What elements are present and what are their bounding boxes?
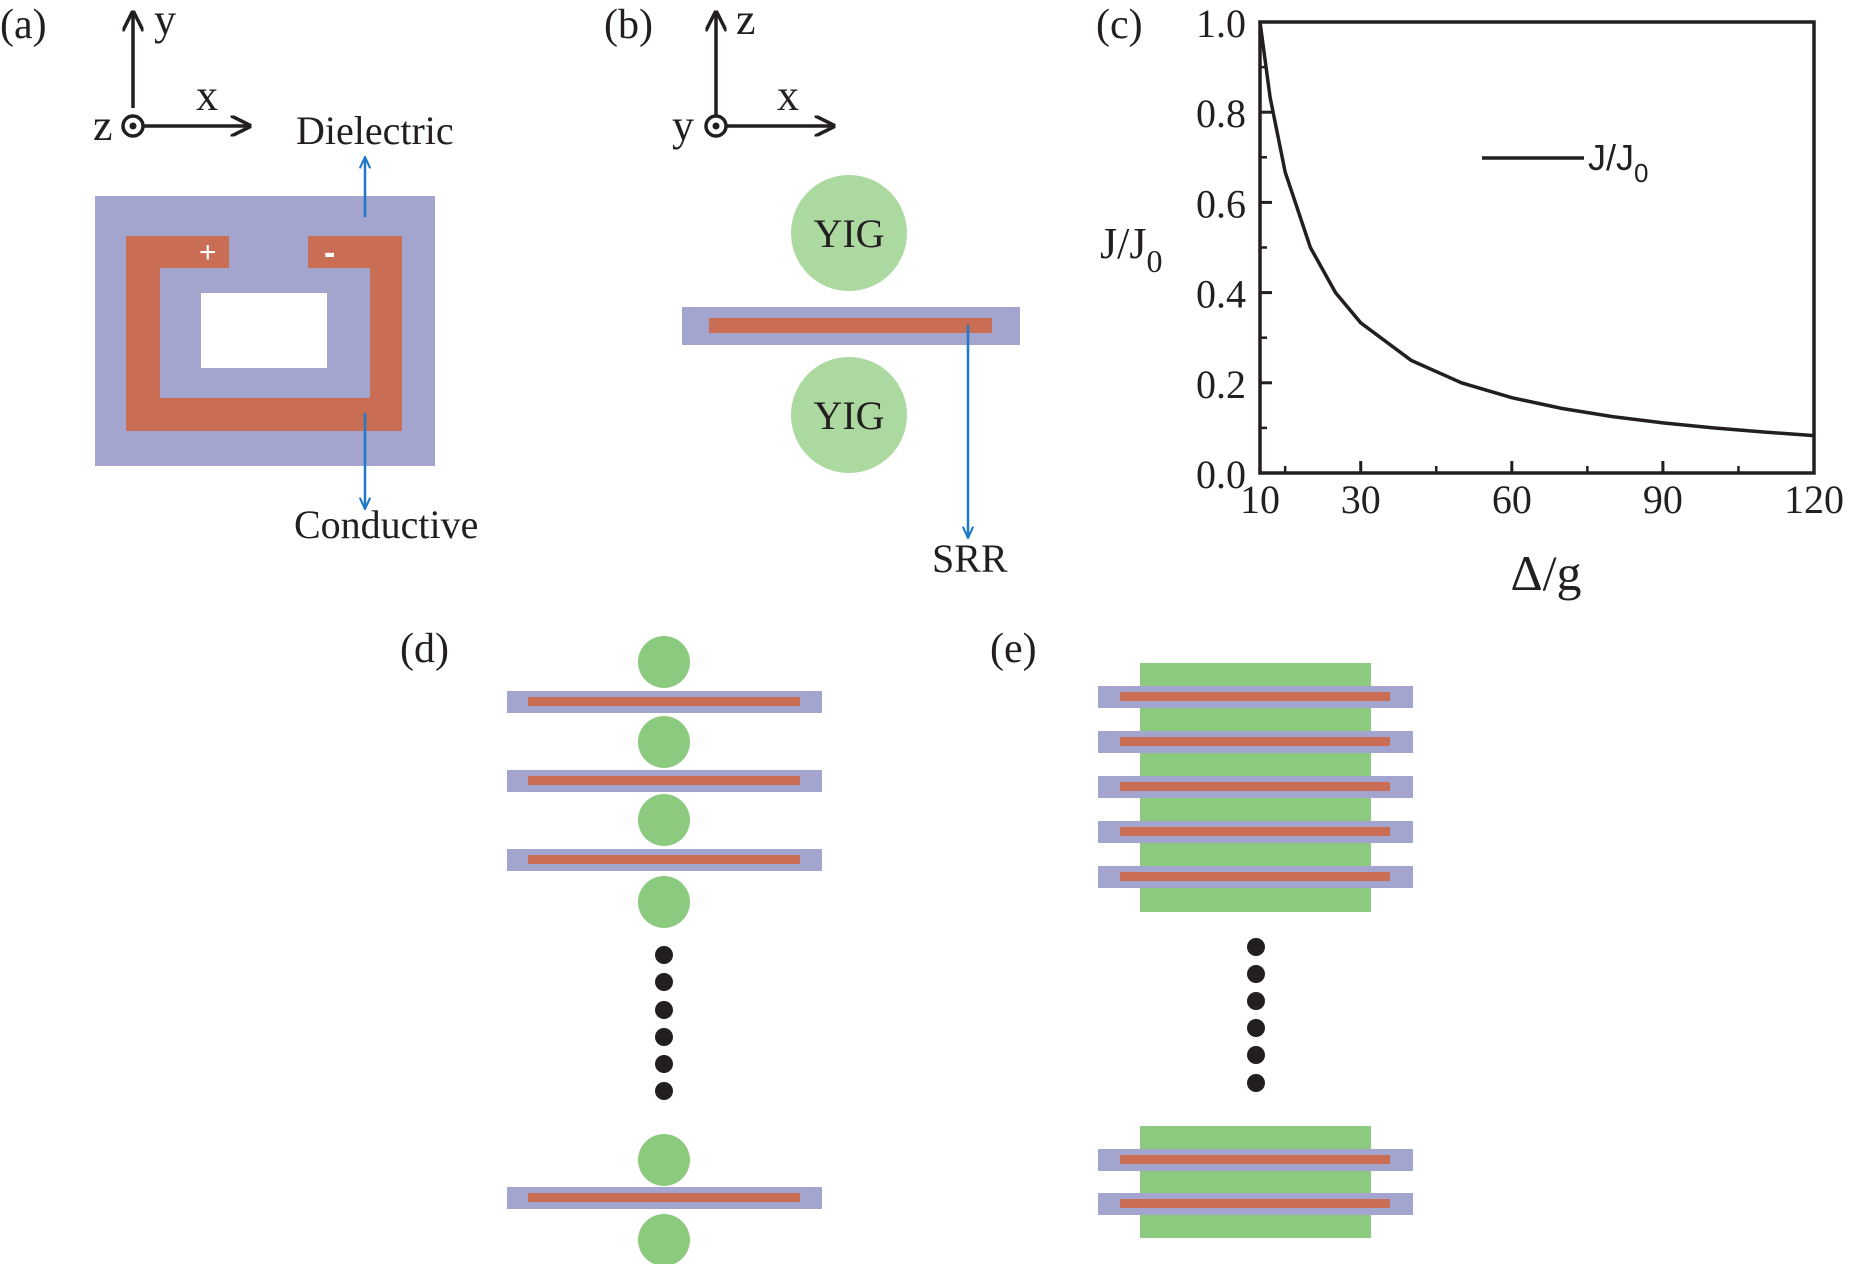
- ellipsis-dot: [1247, 938, 1265, 956]
- panel-e: (e): [990, 626, 1413, 1238]
- panel-a-tag: (a): [0, 2, 47, 48]
- panel-b: (b) z x y YIG YIG SRR: [604, 0, 1020, 581]
- plot-frame: [1258, 20, 1816, 475]
- ellipsis-dot: [1247, 992, 1265, 1010]
- panel-b-z-label: z: [736, 0, 756, 44]
- panel-a: (a) y x z + - Dielectric Conductive: [0, 0, 478, 547]
- panel-a-axes: y x z: [93, 0, 248, 150]
- stack-slab-srr: [1098, 663, 1413, 1238]
- panel-b-y-dot: [712, 122, 720, 130]
- legend-label-main: J/J: [1588, 137, 1634, 178]
- panel-b-x-label: x: [777, 71, 799, 120]
- panel-b-y-label: y: [672, 101, 694, 150]
- panel-d-tag: (d): [400, 626, 449, 672]
- series-line-j-over-j0: [1258, 21, 1815, 438]
- srr-conductor-strip: [528, 697, 800, 706]
- panel-a-y-label: y: [154, 0, 176, 44]
- x-axis-label: Δ/g: [1510, 545, 1581, 601]
- ellipsis-dot: [655, 1082, 673, 1100]
- panel-b-axes: z x y: [672, 0, 832, 150]
- ellipsis-dot: [655, 946, 673, 964]
- stack-spheres-srr: [507, 636, 822, 1264]
- yig-bottom-label: YIG: [813, 393, 884, 438]
- conductive-ring: [126, 236, 402, 431]
- y-tick-label: 0.0: [1196, 452, 1246, 497]
- x-tick-label: 10: [1240, 477, 1280, 522]
- yig-sphere-top: [791, 175, 907, 291]
- srr-conductor-strip: [1120, 827, 1390, 836]
- x-tick-label: 120: [1784, 477, 1844, 522]
- conductive-label: Conductive: [294, 502, 478, 547]
- y-tick-label: 0.4: [1196, 272, 1246, 317]
- dielectric-label: Dielectric: [296, 108, 454, 153]
- panel-a-z-label: z: [93, 101, 113, 150]
- srr-conductor-strip: [1120, 692, 1390, 701]
- y-tick-label: 1.0: [1196, 1, 1246, 46]
- srr-conductor-strip: [528, 1193, 800, 1202]
- panel-a-x-label: x: [196, 71, 218, 120]
- y-tick-label: 0.8: [1196, 91, 1246, 136]
- srr-conductor-strip: [1120, 1155, 1390, 1164]
- minus-charge-label: -: [324, 234, 335, 272]
- legend-label: J/J0: [1588, 137, 1648, 188]
- x-tick-label: 60: [1492, 477, 1532, 522]
- srr-conductor-strip: [1120, 782, 1390, 791]
- x-tick-label: 90: [1643, 477, 1683, 522]
- inner-window: [201, 293, 327, 368]
- srr-conductor-strip: [528, 855, 800, 864]
- y-tick-label: 0.2: [1196, 362, 1246, 407]
- ellipsis-dot: [1247, 1019, 1265, 1037]
- panel-a-z-dot: [129, 122, 137, 130]
- ellipsis-dot: [655, 973, 673, 991]
- plus-charge-label: +: [199, 236, 217, 269]
- yig-sphere: [638, 636, 690, 688]
- yig-sphere-bottom: [791, 357, 907, 473]
- srr-conductor-strip: [528, 776, 800, 785]
- panel-d: (d): [400, 626, 822, 1264]
- yig-slab-bottom: [1140, 1126, 1371, 1238]
- srr-conductor-strip: [1120, 1199, 1390, 1208]
- ellipsis-dot: [655, 1001, 673, 1019]
- y-axis-label-main: J/J: [1100, 219, 1146, 268]
- panel-c-tag: (c): [1096, 2, 1143, 48]
- ellipsis-dot: [655, 1055, 673, 1073]
- ellipsis-dot: [655, 1028, 673, 1046]
- srr-conductor-strip: [1120, 872, 1390, 881]
- y-axis-label-sub: 0: [1146, 243, 1162, 279]
- srr-conductor-strip: [709, 318, 992, 333]
- ellipsis-dot: [1247, 1046, 1265, 1064]
- yig-sphere: [638, 876, 690, 928]
- y-axis-label: J/J0: [1100, 219, 1162, 279]
- yig-sphere: [638, 716, 690, 768]
- y-ticks: 0.0 0.2 0.4 0.6 0.8 1.0: [1196, 1, 1272, 497]
- legend-label-sub: 0: [1634, 158, 1648, 188]
- panel-b-tag: (b): [604, 2, 653, 48]
- x-tick-label: 30: [1341, 477, 1381, 522]
- yig-sphere: [638, 1214, 690, 1264]
- srr-conductor-strip: [1120, 737, 1390, 746]
- yig-sphere: [638, 794, 690, 846]
- yig-sphere: [638, 1134, 690, 1186]
- x-ticks: 10 30 60 90 120: [1240, 461, 1844, 522]
- ellipsis-dot: [1247, 1074, 1265, 1092]
- yig-top-label: YIG: [813, 211, 884, 256]
- y-tick-label: 0.6: [1196, 181, 1246, 226]
- ellipsis-dot: [1247, 965, 1265, 983]
- srr-label: SRR: [932, 536, 1008, 581]
- panel-e-tag: (e): [990, 626, 1037, 672]
